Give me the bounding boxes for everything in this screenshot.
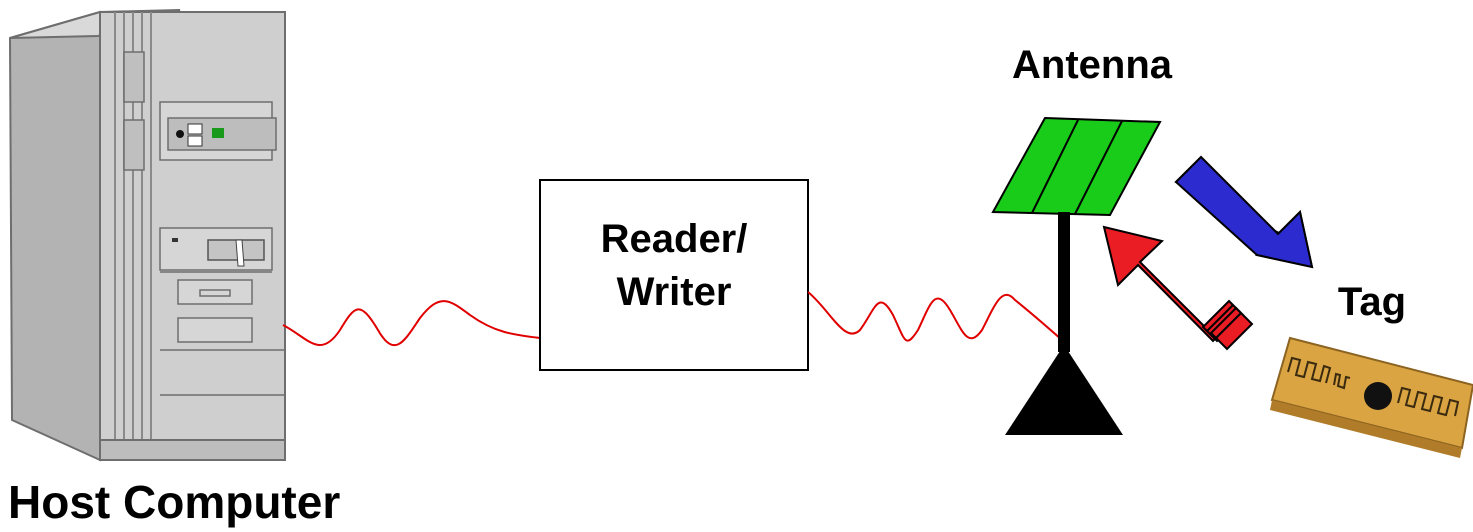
rfid-tag-icon <box>1270 336 1473 458</box>
reader-writer-label-line2: Writer <box>617 270 732 314</box>
reader-writer: Reader/ Writer <box>539 179 809 371</box>
antenna-panel-icon <box>991 116 1162 435</box>
tag-label: Tag <box>1338 280 1406 324</box>
tag: Tag <box>1270 280 1473 458</box>
link-host-reader <box>282 300 541 347</box>
arrow-tag-to-antenna <box>1102 225 1254 351</box>
link-reader-antenna <box>807 291 1063 342</box>
tower-computer-icon <box>8 9 286 462</box>
host-computer-label: Host Computer <box>8 476 340 528</box>
host-computer: Host Computer <box>8 9 340 528</box>
antenna-label: Antenna <box>1012 43 1173 87</box>
reader-writer-label-line1: Reader/ <box>601 217 748 261</box>
reader-writer-box <box>539 179 809 371</box>
antenna: Antenna <box>991 43 1173 435</box>
